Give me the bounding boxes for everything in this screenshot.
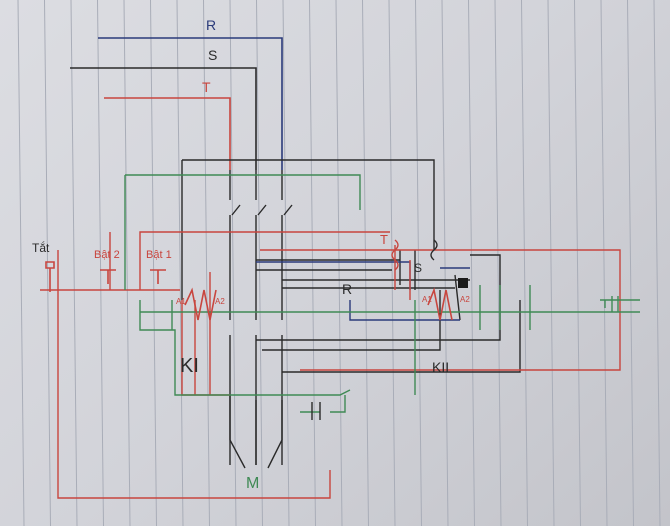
label-stop-button: Tắt [32, 240, 50, 255]
ruling-line [468, 0, 475, 526]
ruling-line [494, 0, 502, 526]
ruling-line [229, 0, 237, 526]
phase-lines [70, 37, 283, 170]
capacitor-icon [604, 296, 619, 312]
ruling-line [547, 0, 555, 526]
ruling-line [150, 0, 157, 526]
ruling-line [335, 0, 343, 526]
ruling-line [441, 0, 449, 526]
label-coil-a1: A1 [176, 297, 186, 306]
ruling-line [653, 0, 661, 526]
label-coil2-a2: A2 [460, 295, 470, 304]
phase-r-line [98, 37, 283, 170]
phase-s-line [70, 67, 257, 170]
ruling-line [388, 0, 396, 526]
label-phase-r: R [206, 17, 216, 33]
control-wiring-green [124, 174, 640, 413]
phase-t-line [104, 97, 231, 170]
label-contactor-1: KI [180, 355, 199, 377]
start-button-2-icon [100, 269, 116, 284]
label-relay-t: T [380, 232, 388, 247]
start-button-1-icon [150, 269, 166, 284]
paper-ruling [17, 0, 661, 526]
ruling-line [521, 0, 528, 526]
ruling-line [415, 0, 422, 526]
aux-contact-icon [311, 402, 321, 420]
ruling-line [203, 0, 210, 526]
ruling-line [574, 0, 581, 526]
coil-kii-icon [427, 287, 453, 321]
label-start-button-1: Bật 1 [146, 249, 172, 261]
ruling-line [17, 0, 25, 526]
label-contactor-2: KII [432, 359, 449, 375]
ruling-line [256, 0, 263, 526]
label-motor: M [246, 475, 259, 492]
ruling-line [282, 0, 290, 526]
stop-button-icon [45, 261, 55, 292]
ruling-line [70, 0, 78, 526]
ruling-line [176, 0, 184, 526]
ruling-line [97, 0, 104, 526]
label-coil2-a1: A1 [422, 295, 432, 304]
label-coil-a2: A2 [215, 297, 225, 306]
ruling-line [123, 0, 131, 526]
label-relay-r: R [342, 281, 352, 297]
ruling-line [627, 0, 634, 526]
ruling-line [309, 0, 316, 526]
label-relay-s: S [414, 261, 422, 275]
coil-kii-marker-icon [458, 278, 468, 288]
label-phase-s: S [208, 47, 217, 63]
ruling-line [362, 0, 369, 526]
label-phase-t: T [202, 79, 211, 95]
ruling-line [600, 0, 608, 526]
thermal-relay-t-icon [391, 239, 399, 271]
label-start-button-2: Bật 2 [94, 249, 120, 261]
power-wiring [181, 159, 521, 469]
coil-ki-icon [184, 287, 217, 321]
ruling-line [44, 0, 51, 526]
thermal-relay-s-icon [430, 239, 438, 261]
